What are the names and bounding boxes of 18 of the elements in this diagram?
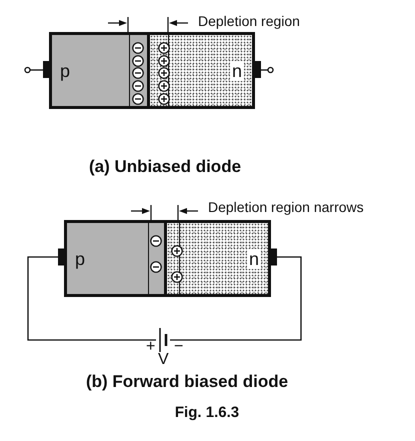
region-label: n — [247, 248, 262, 268]
figure-subtitle: (b) Forward biased diode — [86, 373, 288, 390]
p-region — [49, 32, 147, 109]
n-region — [147, 32, 255, 109]
figure-caption: Fig. 1.6.3 — [174, 405, 240, 420]
circuit-wire — [170, 248, 302, 341]
circuit-wire — [27, 248, 156, 341]
figure-subtitle: (a) Unbiased diode — [88, 158, 242, 175]
region-annotation: Depletion region — [198, 14, 300, 28]
n-region — [164, 220, 271, 297]
region-label: p — [59, 60, 72, 80]
region-annotation: Depletion region narrows — [208, 200, 364, 214]
p-region — [64, 220, 164, 297]
polarity-sign: − — [174, 339, 184, 355]
voltage-label: V — [158, 352, 169, 368]
polarity-sign: + — [146, 339, 156, 355]
region-label: n — [230, 60, 244, 80]
region-label: p — [74, 248, 86, 268]
